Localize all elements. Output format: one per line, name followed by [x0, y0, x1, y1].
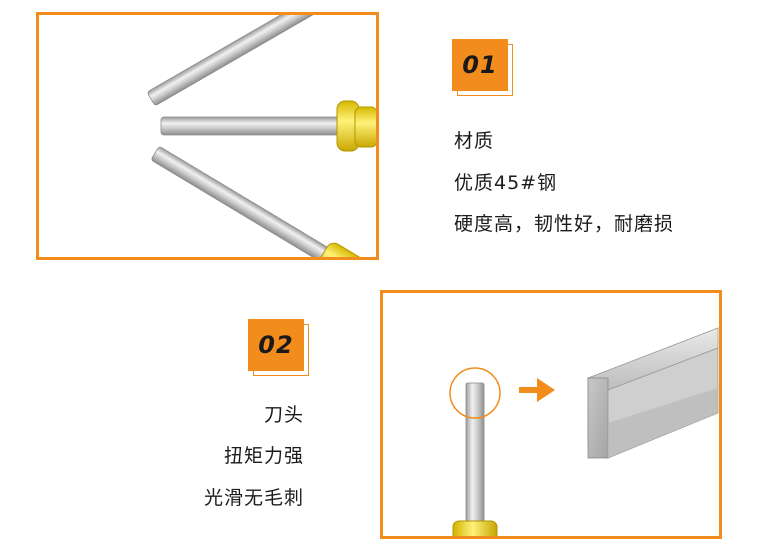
product-photo-tip-closeup [380, 290, 722, 539]
arrow-right-icon [519, 378, 555, 402]
product-photo-shafts [36, 12, 379, 260]
shaft-bottom [151, 146, 376, 257]
tip-closeup-illustration [449, 327, 719, 536]
square-bar-closeup [587, 327, 719, 459]
tip-finish: 光滑无毛刺 [203, 487, 304, 509]
material-heading: 材质 [454, 130, 495, 152]
material-detail: 优质45#钢 [454, 172, 558, 194]
material-properties: 硬度高，韧性好，耐磨损 [454, 213, 675, 235]
screwdriver-shafts-illustration [147, 15, 376, 257]
shaft-top [147, 15, 337, 106]
section-number-badge-02: 02 [248, 319, 309, 376]
shaft-middle [160, 100, 376, 152]
vertical-shaft [452, 382, 498, 536]
section-number-badge-01: 01 [452, 39, 513, 96]
badge-number: 01 [452, 39, 508, 91]
tip-heading: 刀头 [263, 404, 304, 426]
tip-torque: 扭矩力强 [223, 445, 304, 467]
badge-number: 02 [248, 319, 304, 371]
highlight-circle [449, 367, 501, 419]
